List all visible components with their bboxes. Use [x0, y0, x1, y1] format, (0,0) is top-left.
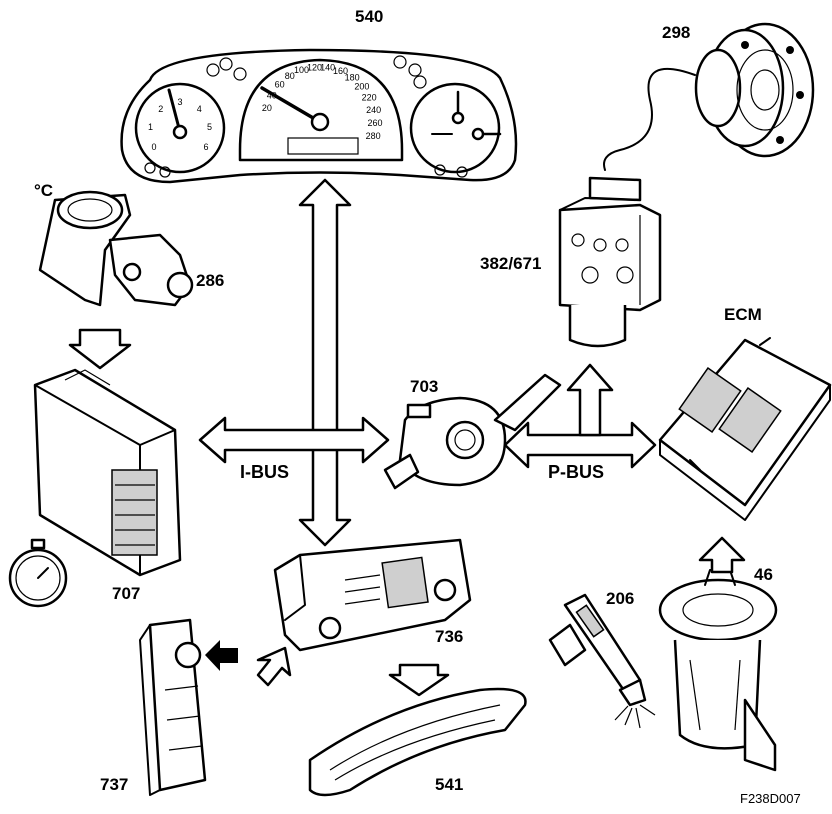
tach-tick-label-6: 6: [203, 142, 208, 152]
i-bus-arrows: [198, 178, 390, 547]
fuel-pump-module: [658, 569, 778, 772]
speedometer-dial: [238, 58, 404, 162]
label-540: 540: [355, 7, 384, 26]
fuel-injector: [548, 593, 656, 729]
speedo-tick-label-3: 80: [285, 71, 295, 81]
label-541: 541: [435, 775, 464, 794]
arrow-up-ecm: [698, 536, 746, 574]
speedo-tick-label-7: 160: [333, 66, 348, 76]
tach-tick-label-0: 0: [151, 142, 156, 152]
speedo-tick-label-0: 20: [262, 103, 272, 113]
ignition-switch: [139, 618, 207, 796]
label-707: 707: [112, 584, 141, 603]
tach-tick-label-2: 2: [158, 104, 163, 114]
label-737: 737: [100, 775, 129, 794]
arrow-to-head-unit: [256, 646, 292, 687]
speedo-tick-label-10: 220: [362, 92, 377, 102]
label-298: 298: [662, 23, 691, 42]
tach-tick-label-3: 3: [177, 97, 182, 107]
speedo-tick-label-13: 280: [366, 131, 381, 141]
arrow-into-ignition: [205, 640, 238, 671]
speedo-tick-label-5: 120: [307, 62, 322, 72]
speedo-tick-label-9: 200: [354, 81, 369, 91]
head-unit: [273, 538, 472, 652]
label-p-bus: P-BUS: [548, 462, 605, 482]
label-736: 736: [435, 627, 464, 646]
tach-tick-label-5: 5: [207, 122, 212, 132]
tach-tick-label-1: 1: [148, 122, 153, 132]
speedo-tick-label-6: 140: [320, 63, 335, 73]
speedo-tick-label-11: 240: [366, 105, 381, 115]
label-i-bus: I-BUS: [240, 462, 289, 482]
label-celsius: °C: [34, 181, 54, 200]
label-382-671: 382/671: [480, 254, 542, 273]
display-panel: [308, 687, 527, 797]
speedo-tick-label-4: 100: [294, 65, 309, 75]
steering-column-module: [383, 373, 562, 490]
label-46: 46: [754, 565, 773, 584]
label-703: 703: [410, 377, 439, 396]
label-286: 286: [196, 271, 225, 290]
abs-control-unit: [558, 176, 662, 348]
speedo-tick-label-8: 180: [345, 72, 360, 82]
temperature-sensor: [38, 190, 194, 307]
label-ecm: ECM: [724, 305, 762, 324]
ecm-module: [658, 337, 832, 521]
arrow-down-display: [388, 663, 450, 697]
label-206: 206: [606, 589, 635, 608]
wheel-speed-sensor: [603, 22, 815, 171]
speedo-tick-label-2: 60: [275, 80, 285, 90]
tach-tick-label-4: 4: [197, 104, 202, 114]
stopwatch-icon: [8, 538, 68, 608]
figure-code: F238D007: [740, 791, 801, 806]
speedo-tick-label-12: 260: [367, 118, 382, 128]
p-bus-arrows: [503, 363, 657, 469]
cim-control-module: [33, 368, 182, 577]
temp-fuel-dial: [409, 82, 501, 174]
arrow-down-temp: [68, 328, 132, 370]
